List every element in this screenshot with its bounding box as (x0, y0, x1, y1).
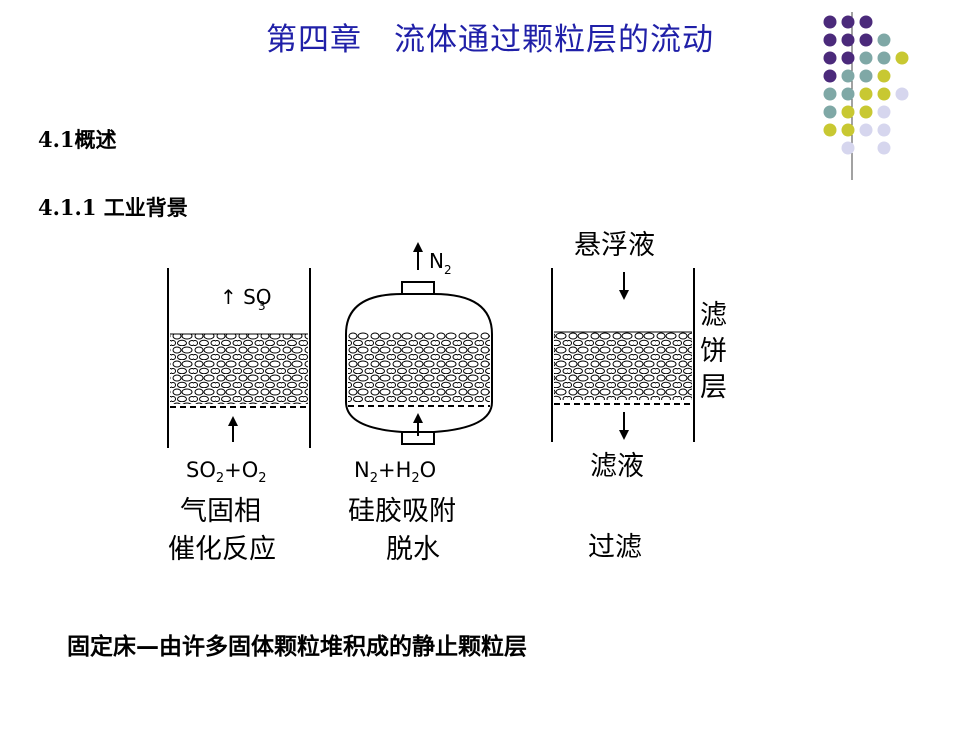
n2-outlet-label: N (429, 249, 444, 273)
caption-dehydration: 脱水 (386, 534, 440, 565)
decorative-dot (841, 69, 855, 83)
catalytic-reactor-diagram: ↑ SO 3 SO2+O2 气固相 催化反应 (167, 268, 311, 565)
caption-catalytic-reaction: 催化反应 (168, 534, 276, 565)
decorative-dot (859, 33, 873, 47)
so3-outlet-label: ↑ SO (220, 285, 272, 309)
decorative-dot (823, 51, 837, 65)
decorative-dot (877, 123, 891, 137)
decorative-dot (877, 87, 891, 101)
decorative-dot (841, 87, 855, 101)
filter-cake-label-3: 层 (700, 372, 727, 403)
adsorption-vessel-diagram: N 2 N2+H2O 硅胶吸附 脱水 (345, 242, 493, 565)
decorative-dot (823, 87, 837, 101)
fixed-bed-figure: ↑ SO 3 SO2+O2 气固相 催化反应 N 2 N2+H2O 硅胶吸附 脱… (167, 230, 727, 565)
decorative-dot (841, 51, 855, 65)
filter-cake-label-2: 饼 (700, 336, 727, 367)
decorative-dot (859, 123, 873, 137)
decorative-dot (859, 105, 873, 119)
decorative-dot (841, 141, 855, 155)
decorative-dot (895, 51, 909, 65)
decorative-dot (895, 87, 909, 101)
filter-cake-label-1: 滤 (700, 300, 727, 331)
decorative-dot (877, 33, 891, 47)
decorative-dot (823, 15, 837, 29)
page-title: 第四章 流体通过颗粒层的流动 (266, 22, 714, 58)
decorative-dot (859, 69, 873, 83)
slurry-label: 悬浮液 (574, 230, 655, 261)
decorative-dot-grid (823, 12, 909, 180)
decorative-dot (823, 123, 837, 137)
decorative-dot (823, 33, 837, 47)
fixed-bed-definition: 固定床—由许多固体颗粒堆积成的静止颗粒层 (67, 634, 527, 660)
caption-silica-adsorption: 硅胶吸附 (348, 496, 456, 527)
decorative-dot (859, 51, 873, 65)
decorative-dot (823, 105, 837, 119)
filtrate-label: 滤液 (590, 451, 644, 482)
decorative-dot (841, 33, 855, 47)
so3-subscript: 3 (258, 299, 266, 313)
filtration-diagram: 悬浮液 滤 饼 层 滤液 过滤 (551, 230, 727, 563)
decorative-dot (877, 105, 891, 119)
feed-formula: N2+H2O (354, 458, 436, 486)
decorative-dot (841, 105, 855, 119)
caption-gas-solid: 气固相 (180, 496, 261, 527)
decorative-dot (841, 123, 855, 137)
decorative-dot (859, 87, 873, 101)
section-heading: 4.1概述 (38, 127, 117, 152)
decorative-dot (877, 69, 891, 83)
decorative-dot (823, 69, 837, 83)
n2-subscript: 2 (444, 263, 452, 277)
decorative-dot (859, 15, 873, 29)
reactant-formula: SO2+O2 (186, 458, 267, 486)
subsection-heading: 4.1.1 工业背景 (38, 195, 188, 220)
decorative-dot (877, 51, 891, 65)
decorative-dot (877, 141, 891, 155)
caption-filtration: 过滤 (588, 532, 642, 563)
decorative-dot (841, 15, 855, 29)
